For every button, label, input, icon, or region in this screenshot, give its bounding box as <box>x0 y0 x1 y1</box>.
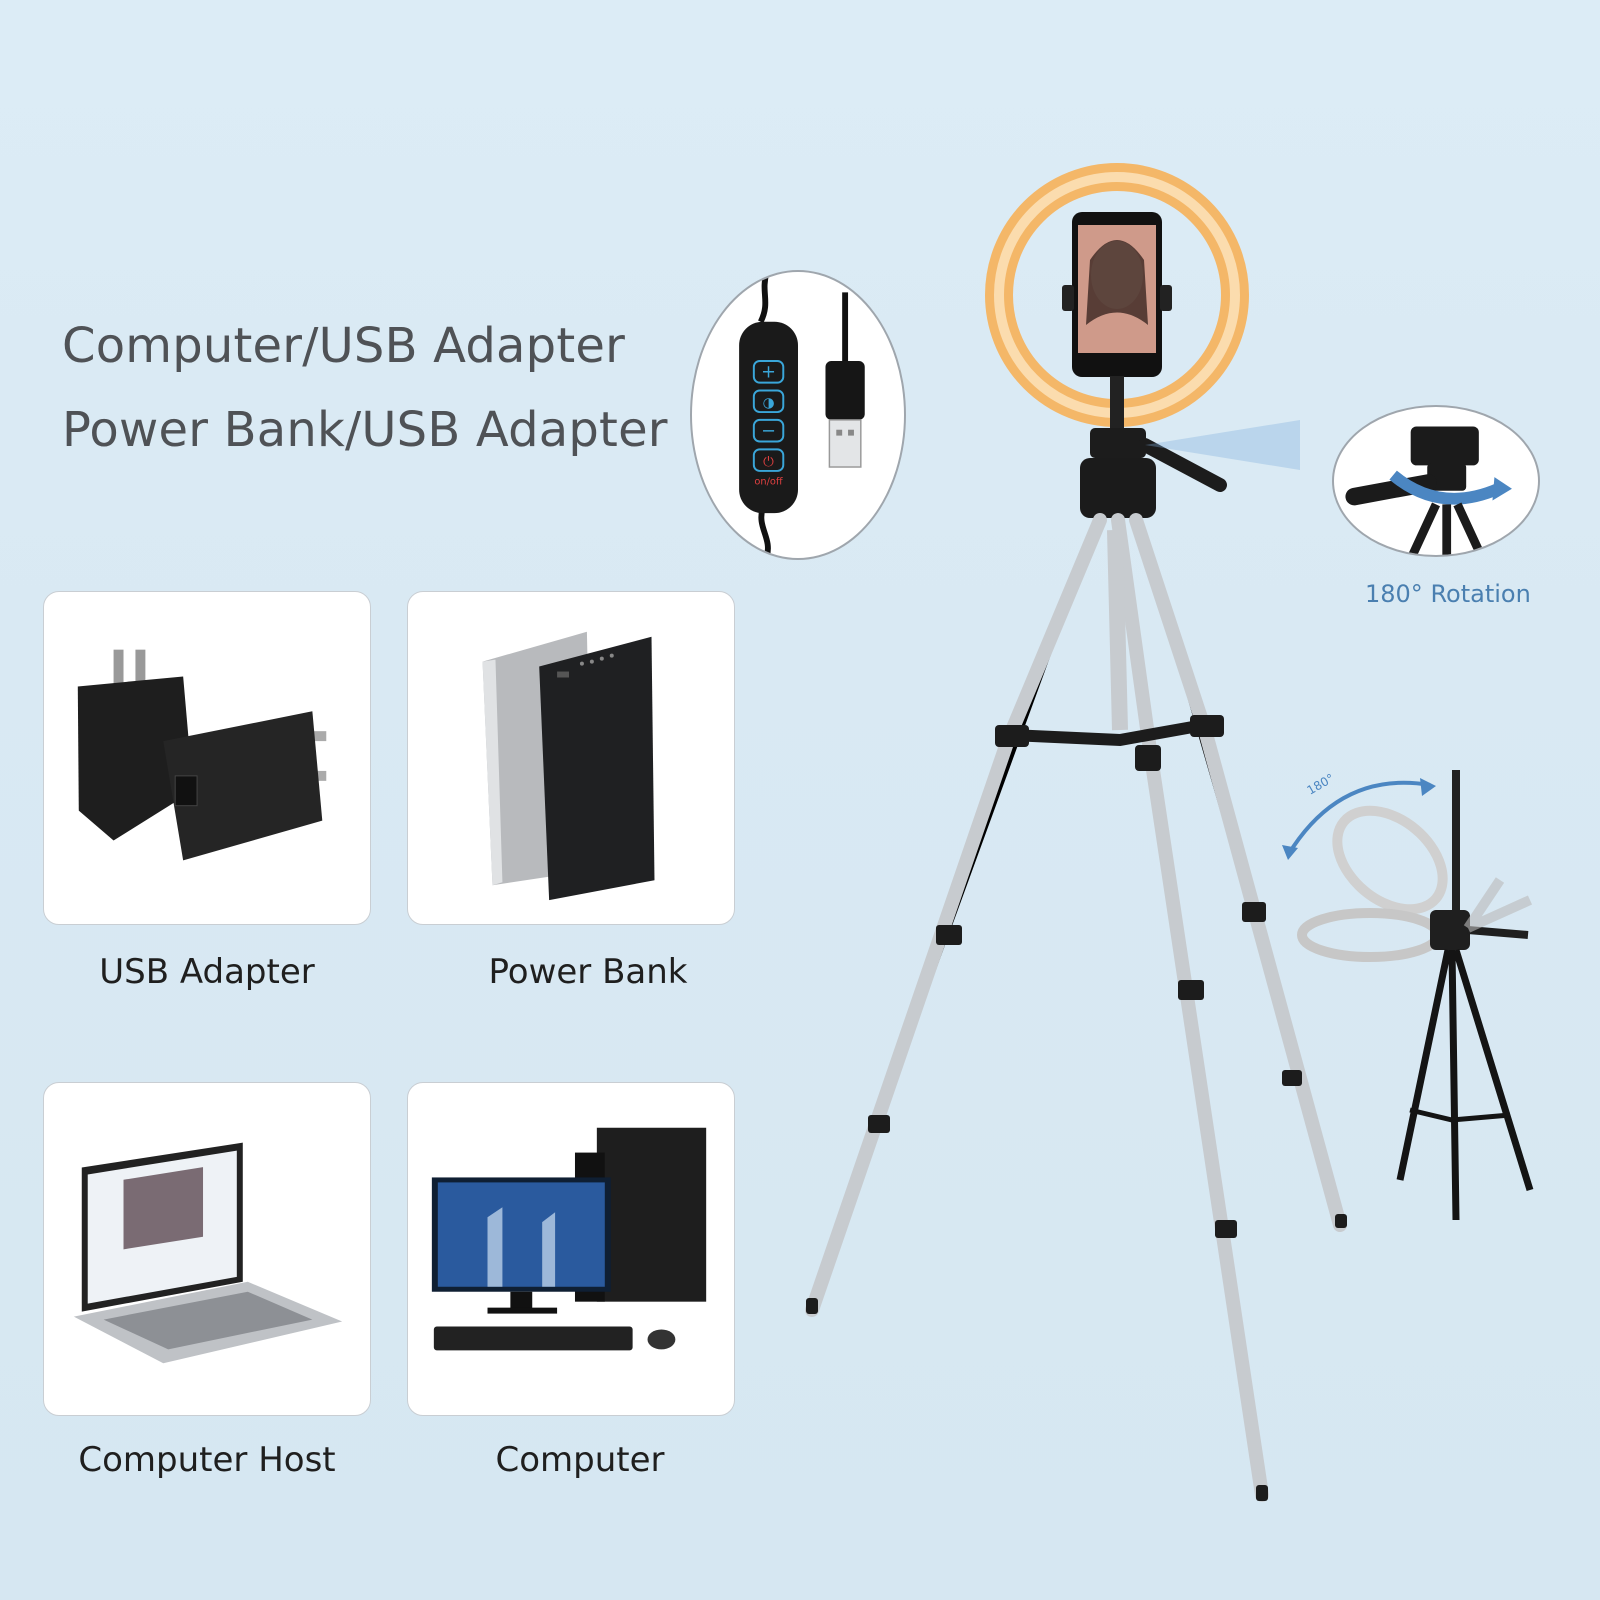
rotation-label: 180° Rotation <box>1365 580 1531 608</box>
ring-tilt-icon: 180° <box>1282 770 1534 1221</box>
controller-buttons: + ◑ − ⏻ on/off <box>752 360 785 488</box>
card-usb-adapter <box>43 591 371 925</box>
rotation-bubble <box>1332 405 1540 557</box>
on-off-text: on/off <box>754 477 782 488</box>
plus-button-label: + <box>761 363 776 383</box>
controller-bubble: + ◑ − ⏻ on/off <box>690 270 906 560</box>
angle-180-text: 180° <box>1305 771 1337 798</box>
ring-light-tripod-illustration <box>800 150 1400 1540</box>
power-button-label: ⏻ <box>763 454 774 470</box>
minus-button-label: − <box>761 422 776 442</box>
laptop-icon <box>73 1142 343 1364</box>
card-power-bank <box>407 591 735 925</box>
tilt-demo-illustration: 180° <box>1280 760 1580 1230</box>
usb-adapter-icon <box>77 649 327 861</box>
caption-power-bank: Power Bank <box>488 952 688 992</box>
headline-computer-usb-adapter: Computer/USB Adapter <box>62 318 626 374</box>
ring-light-tripod-icon <box>805 163 1347 1502</box>
caption-usb-adapter: USB Adapter <box>99 952 315 992</box>
tripod-head-rotation-icon <box>1345 426 1512 555</box>
mode-button-label: ◑ <box>763 395 775 411</box>
caption-computer: Computer <box>495 1440 665 1480</box>
headline-power-bank-usb-adapter: Power Bank/USB Adapter <box>62 402 668 458</box>
card-computer-host <box>43 1082 371 1416</box>
desktop-computer-icon <box>431 1127 707 1351</box>
inline-controller-icon: + ◑ − ⏻ on/off <box>739 272 865 558</box>
caption-computer-host: Computer Host <box>78 1440 336 1480</box>
power-bank-icon <box>482 631 655 901</box>
card-computer <box>407 1082 735 1416</box>
